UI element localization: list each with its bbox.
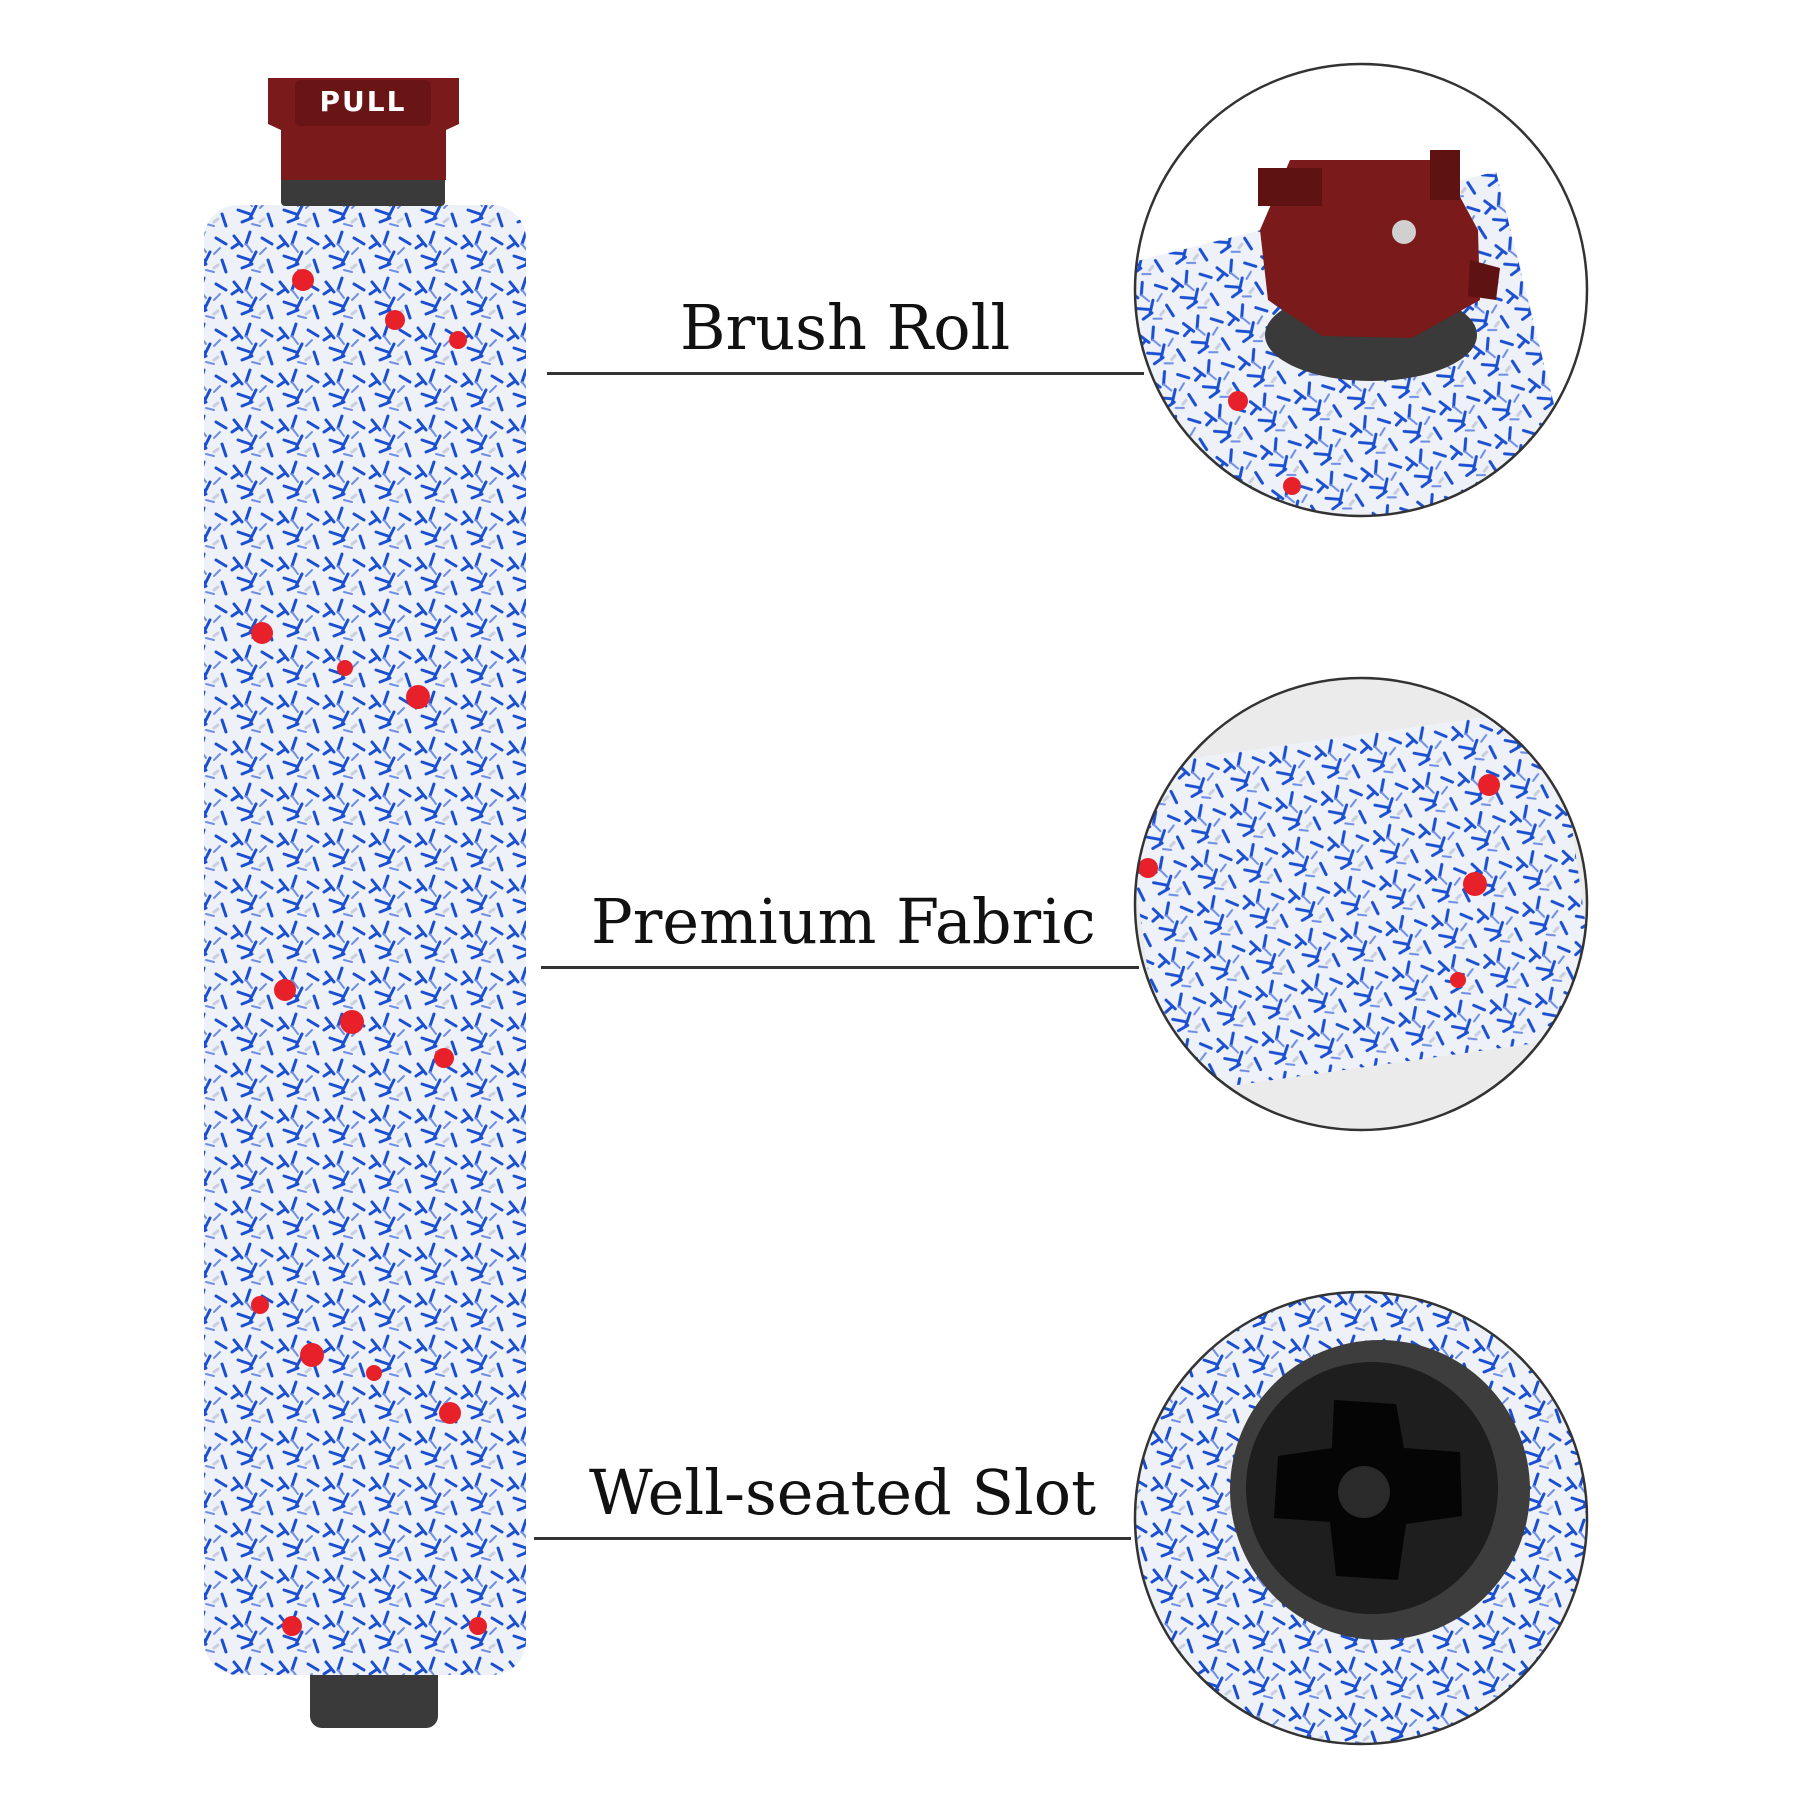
red-tufts: [251, 269, 487, 1636]
callout-leader-line: [534, 1537, 1131, 1540]
callout-label-brush-roll: Brush Roll: [680, 291, 1011, 364]
fabric-cylinder: [204, 205, 526, 1675]
top-collar: [281, 176, 445, 206]
callout-label-premium-fabric: Premium Fabric: [591, 885, 1096, 958]
pull-cap-text: PULL: [320, 85, 407, 118]
detail-circle-well-seated-slot: [1133, 1290, 1589, 1746]
callout-leader-line: [541, 966, 1139, 969]
callout-leader-line: [547, 372, 1144, 375]
bottom-end-cap: [310, 1662, 438, 1728]
detail-circle-brush-roll: [1133, 62, 1589, 518]
detail-circle-premium-fabric: [1133, 676, 1589, 1132]
callout-label-well-seated-slot: Well-seated Slot: [589, 1456, 1096, 1529]
brush-roll-image: PULL: [204, 78, 526, 1728]
